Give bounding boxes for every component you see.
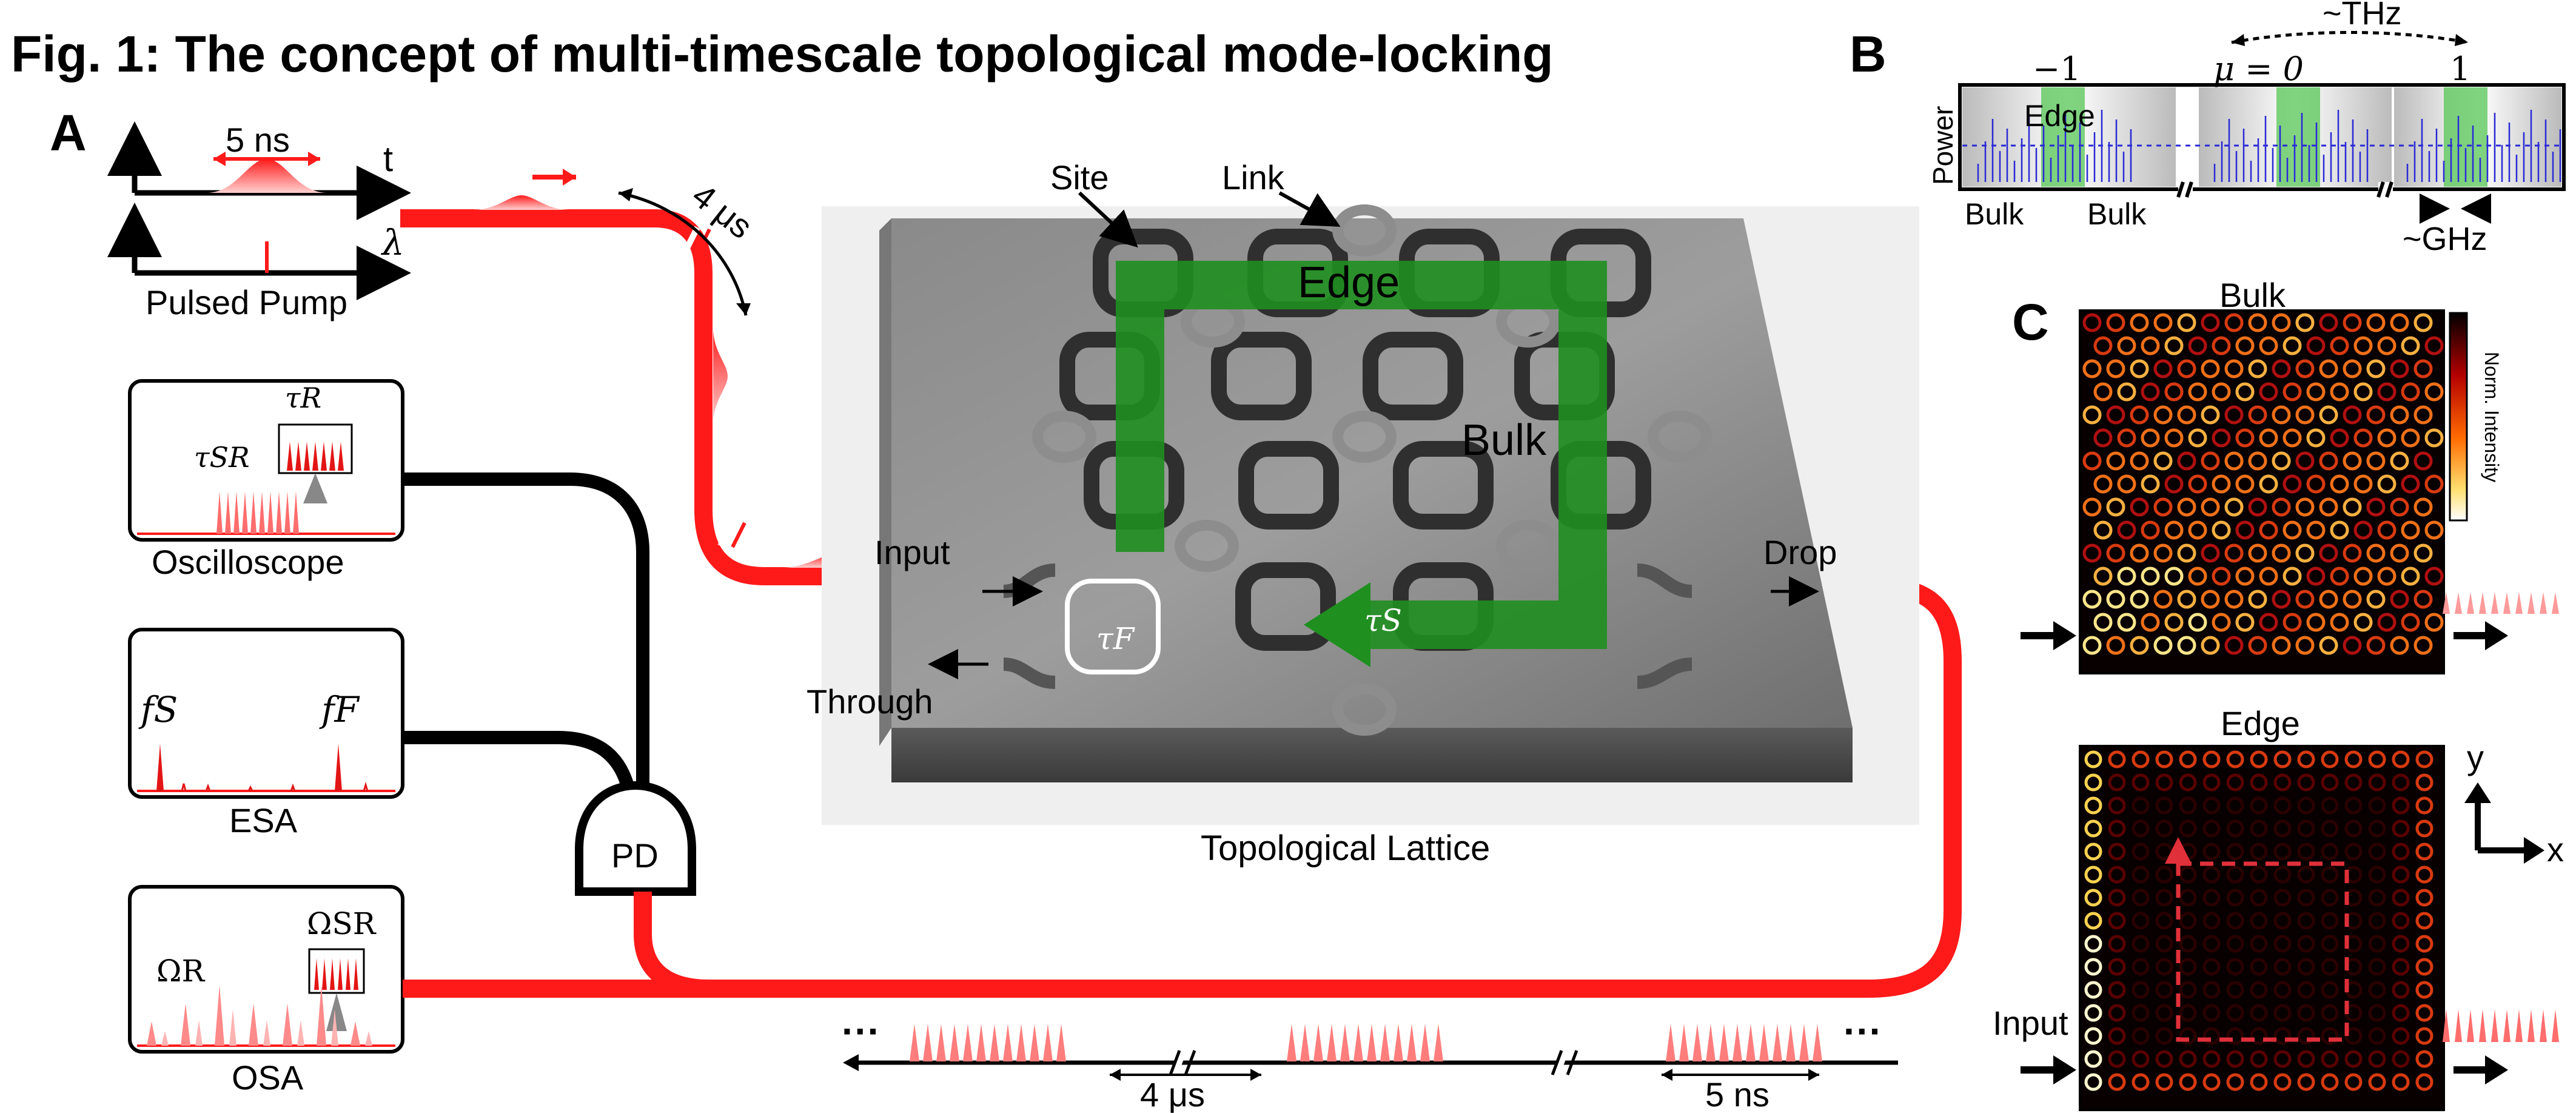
esa-panel: [128, 628, 404, 799]
lattice-drop-label: Drop: [1763, 533, 1837, 571]
spectrum-frame: [1958, 31, 2566, 224]
spectrum-bulk-right: Bulk: [2087, 197, 2147, 231]
pulse-timeline: [843, 1049, 1898, 1081]
panel-label-b: B: [1850, 25, 1887, 82]
colorbar-label: Norm. Intensity: [2481, 352, 2503, 482]
axis-y-label: y: [2467, 738, 2484, 776]
oscilloscope-label: Oscilloscope: [152, 543, 344, 581]
timeline-pulse-trains: [910, 1024, 1822, 1061]
pump-pulse-width: 5 ns: [226, 121, 290, 159]
spectrum-edge-label: Edge: [2024, 99, 2095, 133]
figure-title: Fig. 1: The concept of multi-timescale t…: [11, 25, 1554, 82]
photodetector[interactable]: PD: [611, 836, 659, 875]
oscilloscope-tau-sr: τSR: [194, 441, 250, 474]
edge-circulation-path: [2165, 837, 2349, 1042]
esa-f-f: fF: [319, 689, 360, 730]
osa-trace: [147, 958, 372, 1046]
timeline-ellipsis-left: ···: [842, 1009, 880, 1053]
timeline-delay: 4 μs: [1140, 1075, 1205, 1113]
lattice-tau-s: τS: [1364, 603, 1402, 638]
intensity-colorbar: [2449, 312, 2468, 522]
edge-map-input-label: Input: [1993, 1004, 2068, 1042]
osa-label: OSA: [232, 1058, 304, 1097]
spectrum-thz-label: ~THz: [2323, 0, 2402, 32]
map-io-arrows: [2021, 621, 2544, 1084]
panel-label-c: C: [2012, 294, 2049, 351]
esa-label: ESA: [229, 801, 298, 839]
edge-mode-arrow: [1116, 261, 1607, 667]
pump-label: Pulsed Pump: [146, 283, 347, 321]
pump-lambda-axis: λ: [381, 222, 404, 263]
map-output-pulses: [2443, 592, 2559, 1042]
lattice-label: Topological Lattice: [1201, 829, 1490, 868]
lattice-input-label: Input: [874, 533, 950, 571]
esa-f-s: fS: [138, 689, 178, 730]
bulk-map-title: Bulk: [2219, 276, 2286, 314]
osa-omega-sr: ΩSR: [307, 906, 377, 941]
lattice-tau-f: τF: [1096, 621, 1136, 656]
spectrum-mode-minus1: −1: [2033, 50, 2081, 88]
oscilloscope-tau-r: τR: [285, 382, 321, 414]
coupling-waveguides: [928, 191, 1819, 689]
panel-label-a: A: [50, 104, 87, 161]
spectrum-mode-0: μ = 0: [2213, 50, 2304, 88]
spectrum-mode-1: 1: [2450, 50, 2470, 88]
spectrum-trace: [1977, 110, 2561, 182]
detector-cables: [403, 472, 696, 896]
pump-t-axis: t: [383, 140, 393, 179]
spectrum-power-label: Power: [1927, 106, 1959, 185]
lattice-edge-label: Edge: [1298, 258, 1400, 307]
timeline-pulse-width: 5 ns: [1705, 1075, 1769, 1113]
edge-intensity-rings: [2084, 750, 2433, 1091]
axis-x-label: x: [2547, 830, 2564, 869]
spectrum-ghz-label: ~GHz: [2403, 221, 2487, 257]
spectrum-bulk-left: Bulk: [1965, 197, 2024, 231]
lattice-through-label: Through: [807, 682, 933, 721]
lattice-link-label: Link: [1222, 158, 1285, 197]
oscilloscope-trace: [216, 442, 344, 534]
timeline-ellipsis-right: ···: [1843, 1009, 1882, 1053]
osa-omega-r: ΩR: [156, 953, 205, 989]
lattice-bulk-label: Bulk: [1461, 416, 1547, 465]
lattice-site-label: Site: [1050, 158, 1109, 197]
edge-map-title: Edge: [2221, 704, 2300, 742]
oscilloscope-panel: [128, 379, 404, 542]
pump-axes: [107, 121, 411, 300]
bulk-intensity-rings: [2082, 313, 2444, 655]
